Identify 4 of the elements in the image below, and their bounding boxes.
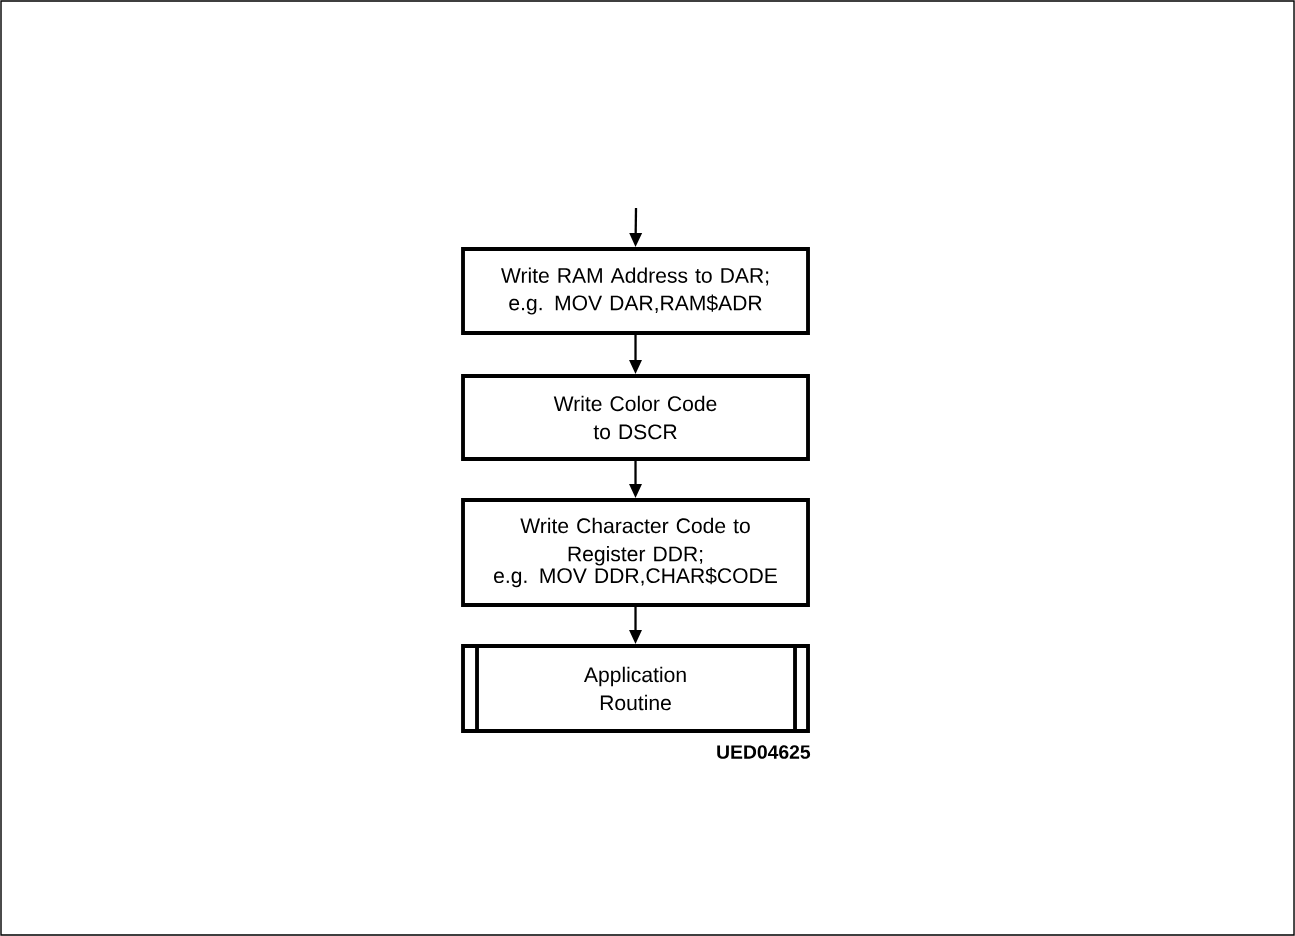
process-box: Write RAM Address to DAR; e.g. MOV DAR,RAM$ADR — [461, 247, 810, 335]
subroutine-box: Application Routine — [461, 644, 810, 733]
process-box: Write Character Code to Register DDR; e.g. MOV DDR,CHAR$CODE — [461, 498, 810, 607]
process-box: Write Color Code to DSCR — [461, 374, 810, 461]
